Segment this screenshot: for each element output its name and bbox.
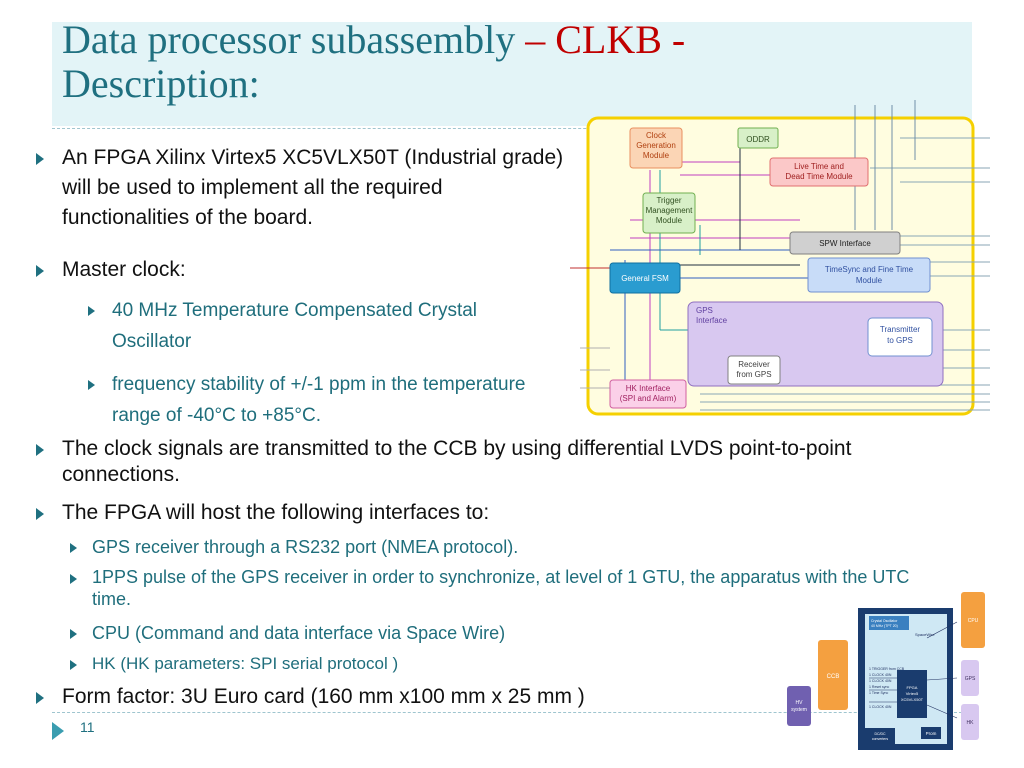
svg-text:DC/DC: DC/DC xyxy=(874,732,886,736)
sub-bullet-arrow-icon xyxy=(70,629,77,639)
slide-title: Data processor subassembly – CLKB -Descr… xyxy=(62,17,686,106)
sub-bullet-gps: GPS receiver through a RS232 port (NMEA … xyxy=(70,535,792,559)
svg-text:from GPS: from GPS xyxy=(736,370,771,379)
svg-text:1 CLOCK 40N: 1 CLOCK 40N xyxy=(869,679,892,683)
bullet-arrow-icon xyxy=(36,692,44,704)
spw-block xyxy=(789,231,901,255)
svg-text:Module: Module xyxy=(643,151,670,160)
svg-text:Live Time and: Live Time and xyxy=(794,162,844,171)
svg-text:Module: Module xyxy=(656,216,683,225)
svg-text:Receiver: Receiver xyxy=(738,360,770,369)
svg-text:CPU: CPU xyxy=(968,618,979,624)
svg-text:SPW Interface: SPW Interface xyxy=(819,239,871,248)
bullet-arrow-icon xyxy=(36,265,44,277)
svg-text:Interface: Interface xyxy=(696,316,728,325)
svg-text:Transmitter: Transmitter xyxy=(880,325,920,334)
svg-text:1 CLOCK 40N: 1 CLOCK 40N xyxy=(869,673,892,677)
sub-bullet-arrow-icon xyxy=(70,660,77,670)
svg-text:Crystal Oscillator: Crystal Oscillator xyxy=(871,619,898,623)
bullet-master-clock-text: Master clock: xyxy=(62,258,186,281)
hk-interface-block xyxy=(609,379,687,409)
bullet-fpga: An FPGA Xilinx Virtex5 XC5VLX50T (Indust… xyxy=(36,143,572,233)
bullet-arrow-icon xyxy=(36,153,44,165)
transmitter-block xyxy=(867,317,933,357)
svg-text:1 Reset sync: 1 Reset sync xyxy=(869,685,889,689)
svg-text:CCB: CCB xyxy=(827,674,840,680)
svg-text:ODDR: ODDR xyxy=(746,135,770,144)
svg-text:HV: HV xyxy=(796,700,804,706)
svg-text:General FSM: General FSM xyxy=(621,274,669,283)
svg-text:HK Interface: HK Interface xyxy=(626,384,671,393)
timesync-block xyxy=(807,257,931,293)
svg-text:TimeSync and Fine Time: TimeSync and Fine Time xyxy=(825,265,914,274)
bullet-form-factor: Form factor: 3U Euro card (160 mm x100 m… xyxy=(36,682,762,712)
svg-text:Management: Management xyxy=(646,206,693,215)
page-number: 11 xyxy=(80,719,95,735)
cpu-block xyxy=(961,592,985,648)
svg-text:40 MHz (TPT 20): 40 MHz (TPT 20) xyxy=(871,624,898,628)
svg-text:HK: HK xyxy=(967,720,975,726)
sub-bullet-cpu: CPU (Command and data interface via Spac… xyxy=(70,621,692,645)
sub-bullet-arrow-icon xyxy=(88,380,95,390)
hv-block xyxy=(787,686,811,726)
svg-text:system: system xyxy=(791,707,807,713)
svg-text:1 Time Sync: 1 Time Sync xyxy=(869,691,889,695)
live-time-block xyxy=(769,157,869,187)
bullet-master-clock: Master clock: xyxy=(36,255,562,285)
general-fsm-block xyxy=(609,262,681,294)
ccb-block xyxy=(818,640,848,710)
svg-text:Virtex5: Virtex5 xyxy=(906,691,919,696)
bullet-arrow-icon xyxy=(36,508,44,520)
sub-bullet-arrow-icon xyxy=(70,543,77,553)
title-accent: – CLKB - xyxy=(525,17,686,62)
prom-chip xyxy=(921,727,941,739)
sub-bullet-arrow-icon xyxy=(70,574,77,584)
oddr-block xyxy=(737,127,779,149)
system-diagram: Crystal Oscillator 40 MHz (TPT 20) Space… xyxy=(787,592,985,750)
bullet-lvds: The clock signals are transmitted to the… xyxy=(36,436,972,488)
dcdc-box xyxy=(865,728,895,744)
svg-text:GPS: GPS xyxy=(696,306,713,315)
sub-bullet-arrow-icon xyxy=(88,306,95,316)
svg-text:SpaceWire: SpaceWire xyxy=(915,632,935,637)
svg-text:1 CLOCK 40N: 1 CLOCK 40N xyxy=(869,705,892,709)
fpga-chip xyxy=(897,670,927,718)
svg-text:Generation: Generation xyxy=(636,141,676,150)
svg-text:Clock: Clock xyxy=(646,131,667,140)
svg-text:(SPI and Alarm): (SPI and Alarm) xyxy=(620,394,677,403)
svg-text:to GPS: to GPS xyxy=(887,336,913,345)
trigger-block xyxy=(642,192,696,234)
svg-text:1 TRIGGER from CCB: 1 TRIGGER from CCB xyxy=(869,667,905,671)
sub-bullet-hk: HK (HK parameters: SPI serial protocol ) xyxy=(70,652,692,676)
osc-box xyxy=(869,616,909,630)
bullet-host: The FPGA will host the following interfa… xyxy=(36,498,762,528)
page-marker-icon xyxy=(52,722,64,740)
hk-block xyxy=(961,704,979,740)
gps-block xyxy=(961,660,979,696)
svg-text:Trigger: Trigger xyxy=(656,196,681,205)
top-divider xyxy=(52,128,972,129)
svg-text:XC5VLX50T: XC5VLX50T xyxy=(901,697,924,702)
receiver-block xyxy=(727,355,781,385)
svg-text:Prom: Prom xyxy=(926,731,937,736)
svg-text:FPGA: FPGA xyxy=(907,685,918,690)
svg-text:Dead Time Module: Dead Time Module xyxy=(785,172,853,181)
svg-text:converters: converters xyxy=(872,737,889,741)
fpga-block-diagram: Clock Generation Module ODDR Live Time a… xyxy=(570,100,990,416)
svg-text:GPS: GPS xyxy=(965,676,976,682)
title-band xyxy=(52,22,972,126)
svg-text:Module: Module xyxy=(856,276,883,285)
bullet-fpga-text: An FPGA Xilinx Virtex5 XC5VLX50T (Indust… xyxy=(62,146,564,229)
bullet-arrow-icon xyxy=(36,444,44,456)
sub-bullet-stability: frequency stability of +/-1 ppm in the t… xyxy=(88,369,562,431)
sub-bullet-pps: 1PPS pulse of the GPS receiver in order … xyxy=(70,566,912,610)
sub-bullet-oscillator: 40 MHz Temperature Compensated Crystal O… xyxy=(88,295,542,357)
clock-gen-block xyxy=(629,127,683,169)
bottom-divider xyxy=(52,712,972,713)
